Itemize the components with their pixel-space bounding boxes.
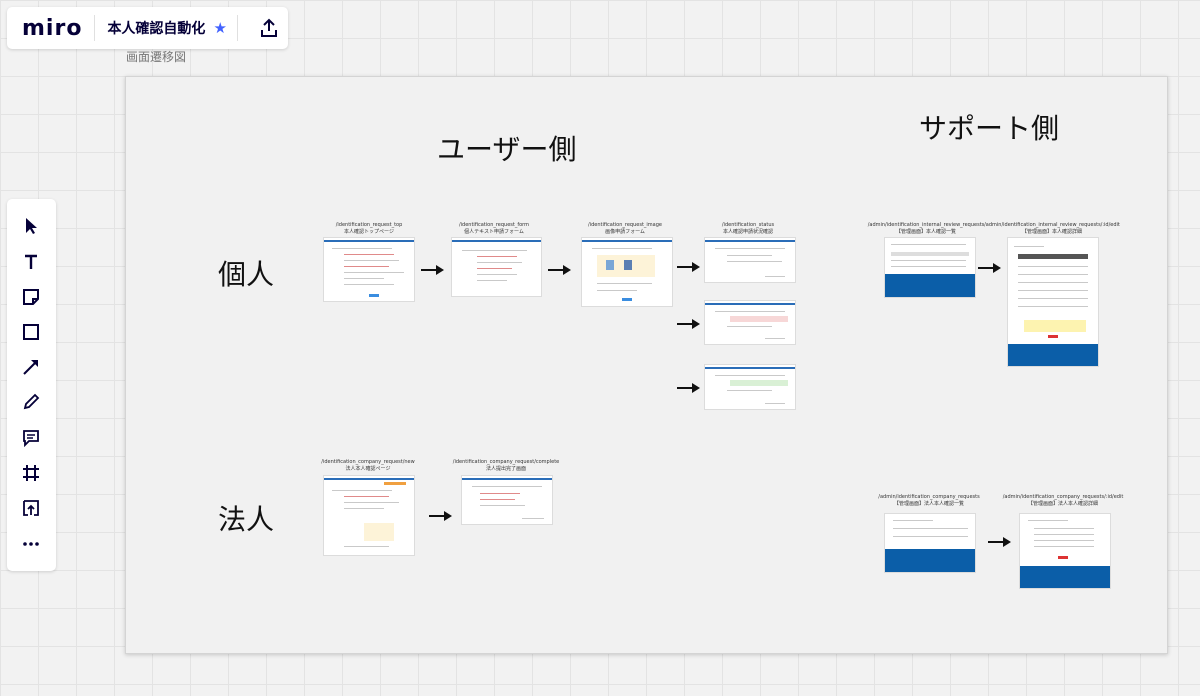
flow-arrow[interactable] <box>428 510 454 522</box>
screen-path: /identification_company_request/complete <box>452 459 560 465</box>
text-icon[interactable] <box>19 250 43 274</box>
screen-path: /admin/identification_internal_review_re… <box>984 222 1120 228</box>
shape-icon[interactable] <box>19 320 43 344</box>
screen-title: 本人確認トップページ <box>344 229 394 235</box>
screen-title: 【管理画面】法人本人確認詳細 <box>1027 501 1099 507</box>
screen-path: /identification_request_form <box>458 222 530 228</box>
screenshot-thumbnail[interactable] <box>884 513 976 573</box>
screen-caption: /identification_request_form 個人テキスト申請フォー… <box>459 222 529 236</box>
screen-caption: /admin/identification_internal_review_re… <box>984 222 1120 236</box>
flow-arrow[interactable] <box>420 264 446 276</box>
comment-icon[interactable] <box>19 426 43 450</box>
flow-arrow[interactable] <box>676 318 702 330</box>
screen-path: /identification_status <box>721 222 775 228</box>
screenshot-thumbnail[interactable] <box>323 475 415 556</box>
frame-title[interactable]: 画面遷移図 <box>126 50 187 64</box>
screen-caption: /admin/identification_company_requests 【… <box>878 494 979 508</box>
screen-title: 法人提出完了画面 <box>485 466 527 472</box>
screen-path: /identification_company_request/new <box>321 459 415 465</box>
screen-caption: /identification_status 本人確認申請状況確認 <box>722 222 774 236</box>
screen-path: /admin/identification_company_requests <box>878 494 980 500</box>
screenshot-thumbnail[interactable] <box>461 475 553 525</box>
board-title[interactable]: 本人確認自動化 <box>107 21 206 37</box>
flow-arrow[interactable] <box>676 261 702 273</box>
screenshot-thumbnail[interactable] <box>323 237 415 302</box>
screen-path: /admin/identification_company_requests/:… <box>1002 494 1124 500</box>
screen-title: 【管理画面】法人本人確認一覧 <box>893 501 965 507</box>
screen-path: /identification_request_top <box>335 222 403 228</box>
divider <box>236 15 238 41</box>
screenshot-thumbnail[interactable] <box>704 300 796 345</box>
flow-arrow[interactable] <box>676 382 702 394</box>
screenshot-thumbnail[interactable] <box>884 237 976 298</box>
heading-support-side: サポート側 <box>919 112 1060 145</box>
screen-title: 本人確認申請状況確認 <box>722 229 773 235</box>
flow-arrow[interactable] <box>987 536 1013 548</box>
screen-title: 【管理画面】本人確認詳細 <box>1021 229 1082 235</box>
screenshot-thumbnail[interactable] <box>581 237 673 307</box>
upload-icon[interactable] <box>260 18 278 38</box>
miro-logo[interactable]: miro <box>22 15 83 41</box>
creation-toolbar <box>7 199 56 571</box>
sticky-note-icon[interactable] <box>19 285 43 309</box>
flow-arrow[interactable] <box>547 264 573 276</box>
screen-caption: /identification_request_top 本人確認トップページ <box>336 222 403 236</box>
pen-icon[interactable] <box>19 390 43 414</box>
screen-caption: /identification_company_request/new 法人本人… <box>321 459 414 473</box>
screen-title: 法人本人確認ページ <box>345 466 391 472</box>
screen-title: 個人テキスト申請フォーム <box>464 229 524 235</box>
arrow-icon[interactable] <box>19 355 43 379</box>
divider <box>94 15 96 41</box>
screenshot-thumbnail[interactable] <box>704 237 796 283</box>
screen-caption: /admin/identification_internal_review_re… <box>868 222 985 236</box>
heading-user-side: ユーザー側 <box>437 133 577 166</box>
screen-path: /admin/identification_internal_review_re… <box>867 222 985 228</box>
more-icon[interactable] <box>19 532 43 556</box>
flow-arrow[interactable] <box>977 262 1003 274</box>
select-icon[interactable] <box>19 214 43 238</box>
row-label-individual: 個人 <box>218 258 275 291</box>
screen-path: /identification_request_image <box>588 222 662 228</box>
screen-title: 画像申請フォーム <box>605 229 645 235</box>
board-header: miro 本人確認自動化 ★ <box>7 7 288 49</box>
screenshot-thumbnail[interactable] <box>1007 237 1099 367</box>
screen-caption: /admin/identification_company_requests/:… <box>1003 494 1124 508</box>
screenshot-thumbnail[interactable] <box>704 364 796 410</box>
screen-caption: /identification_request_image 画像申請フォーム <box>588 222 662 236</box>
screen-flow-frame[interactable] <box>125 76 1168 654</box>
star-icon[interactable]: ★ <box>213 19 227 37</box>
screen-title: 【管理画面】本人確認一覧 <box>895 229 957 235</box>
upload-icon[interactable] <box>19 496 43 520</box>
screen-caption: /identification_company_request/complete… <box>453 459 559 473</box>
screenshot-thumbnail[interactable] <box>1019 513 1111 589</box>
frame-icon[interactable] <box>19 461 43 485</box>
row-label-corporate: 法人 <box>218 503 275 536</box>
screenshot-thumbnail[interactable] <box>451 237 542 297</box>
